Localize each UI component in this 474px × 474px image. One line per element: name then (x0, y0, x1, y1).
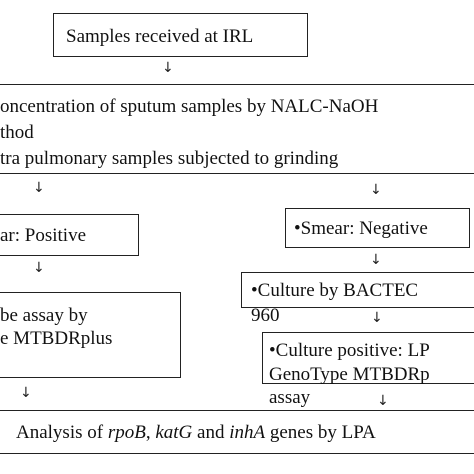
arrow-culture-positive-to-analysis: ↓ (377, 393, 389, 409)
node-concentration-line2: thod (0, 122, 34, 143)
node-smear-negative (285, 208, 470, 248)
node-culture-positive-line1: •Culture positive: LP (269, 340, 430, 361)
arrow-smear-positive-to-lpa: ↓ (33, 260, 45, 276)
analysis-gene-katg: katG (155, 422, 193, 443)
node-culture-bactec-line1: •Culture by BACTEC (251, 280, 419, 301)
arrow-lpa-to-analysis: ↓ (20, 385, 32, 401)
node-smear-negative-label: •Smear: Negative (294, 218, 428, 239)
node-culture-positive-line2: GenoType MTBDRp (269, 364, 430, 385)
node-analysis (0, 410, 474, 454)
analysis-gene-rpob: rpoB (107, 422, 146, 443)
analysis-suffix: genes by LPA (265, 422, 376, 443)
node-culture-bactec (241, 272, 474, 308)
arrow-culture-to-culture-positive: ↓ (371, 310, 383, 326)
node-smear-positive-label: ar: Positive (0, 225, 87, 246)
analysis-sep1: , (145, 422, 156, 443)
node-culture-positive (262, 332, 474, 384)
analysis-sep2: and (192, 422, 230, 443)
node-samples-received-label: Samples received at IRL (66, 26, 254, 47)
analysis-gene-inha: inhA (229, 422, 266, 443)
node-line-probe-assay (0, 292, 181, 378)
node-culture-bactec-line2: 960 (251, 305, 280, 326)
analysis-prefix: Analysis of (16, 422, 108, 443)
node-culture-positive-line3: assay (269, 387, 311, 408)
node-line-probe-assay-line2: e MTBDRplus (0, 328, 113, 349)
arrow-received-to-concentration: ↓ (162, 60, 174, 76)
node-analysis-label: Analysis of rpoB, katG and inhA genes by… (16, 422, 376, 443)
arrow-concentration-to-smear-positive: ↓ (33, 180, 45, 196)
node-concentration-line1: oncentration of sputum samples by NALC-N… (0, 96, 379, 117)
node-line-probe-assay-line1: be assay by (0, 305, 88, 326)
arrow-smear-negative-to-culture: ↓ (370, 252, 382, 268)
node-concentration-line3: tra pulmonary samples subjected to grind… (0, 148, 339, 169)
node-samples-received (53, 13, 308, 57)
node-concentration (0, 84, 474, 174)
node-smear-positive (0, 214, 139, 256)
arrow-concentration-to-smear-negative: ↓ (370, 182, 382, 198)
